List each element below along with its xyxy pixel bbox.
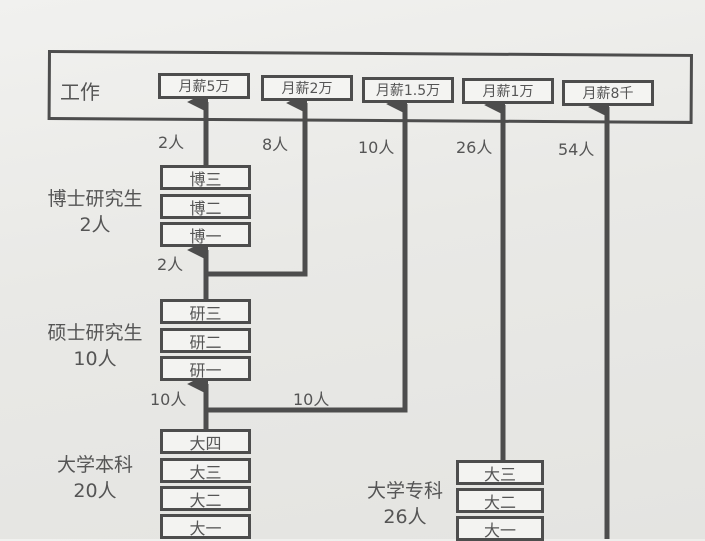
- bachelor-year-4: 大四: [160, 429, 251, 454]
- master-total: 10人: [73, 348, 117, 370]
- college-year-2: 大二: [456, 488, 544, 513]
- college-year-1: 大一: [456, 516, 544, 541]
- college-year-3: 大三: [456, 460, 544, 485]
- master-year-1: 研一: [160, 356, 251, 381]
- salary-box-15k: 月薪1.5万: [362, 77, 454, 103]
- master-name: 硕士研究生: [47, 322, 143, 344]
- master-year-2: 研二: [160, 328, 251, 353]
- bachelor-name: 大学本科: [56, 454, 133, 476]
- salary-box-50k: 月薪5万: [158, 73, 250, 99]
- master-entry-count: 10人: [150, 390, 187, 409]
- phd-entry-count: 2人: [157, 255, 184, 274]
- phd-total: 2人: [79, 214, 111, 236]
- bachelor-to-work-count: 10人: [293, 390, 330, 409]
- bachelor-total: 20人: [73, 480, 117, 502]
- bachelor-year-2: 大二: [160, 486, 251, 511]
- phd-year-3: 博三: [160, 165, 251, 190]
- phd-group-label: 博士研究生 2人: [30, 186, 160, 238]
- count-50k: 2人: [158, 133, 185, 152]
- college-total: 26人: [383, 506, 427, 528]
- salary-box-8k: 月薪8千: [562, 80, 654, 106]
- college-group-label: 大学专科 26人: [350, 478, 460, 530]
- bachelor-year-3: 大三: [160, 458, 251, 483]
- phd-name: 博士研究生: [47, 188, 143, 210]
- master-year-3: 研三: [160, 299, 251, 324]
- phd-year-1: 博一: [160, 222, 251, 247]
- count-15k: 10人: [358, 138, 395, 157]
- count-20k: 8人: [262, 135, 289, 154]
- count-8k: 54人: [558, 140, 595, 159]
- master-group-label: 硕士研究生 10人: [30, 320, 160, 372]
- salary-box-20k: 月薪2万: [261, 75, 353, 101]
- bachelor-group-label: 大学本科 20人: [40, 452, 150, 504]
- salary-box-10k: 月薪1万: [462, 78, 554, 104]
- arrow-master-to-20k: [206, 92, 308, 277]
- phd-year-2: 博二: [160, 194, 251, 219]
- count-10k: 26人: [456, 138, 493, 157]
- work-label: 工作: [60, 80, 100, 104]
- arrow-bachelor-to-15k: [206, 93, 408, 413]
- college-name: 大学专科: [366, 480, 443, 502]
- bachelor-year-1: 大一: [160, 514, 251, 539]
